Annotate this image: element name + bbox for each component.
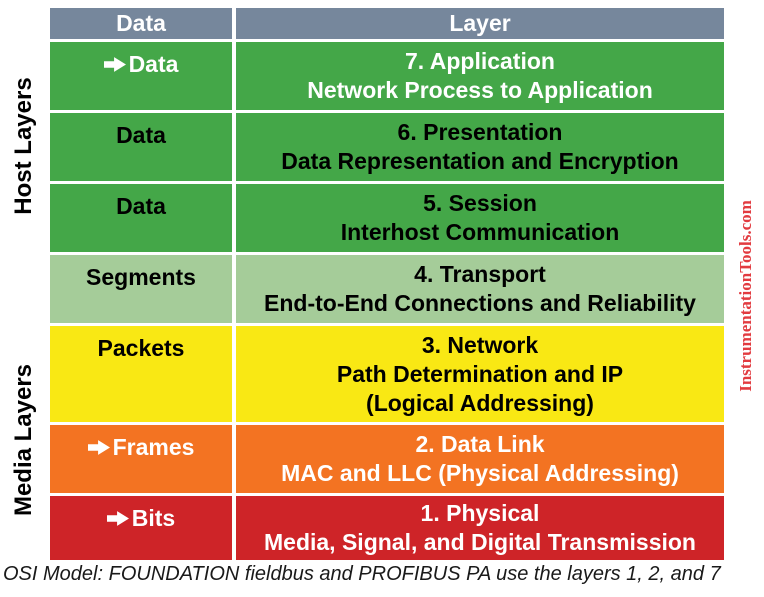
layer-description: MAC and LLC (Physical Addressing): [281, 460, 679, 486]
osi-row-physical: Bits 1. Physical Media, Signal, and Digi…: [50, 496, 726, 560]
layer-cell: 5. Session Interhost Communication: [236, 184, 724, 252]
layer-cell: 4. Transport End-to-End Connections and …: [236, 255, 724, 323]
osi-row-application: Data 7. Application Network Process to A…: [50, 42, 726, 110]
layer-cell: 6. Presentation Data Representation and …: [236, 113, 724, 181]
data-unit-label: Data: [116, 193, 166, 221]
data-unit-cell: Bits: [50, 496, 232, 560]
right-arrow-icon: [87, 440, 110, 456]
data-unit-cell: Frames: [50, 425, 232, 493]
header-data-column: Data: [50, 8, 232, 39]
table-header-row: Data Layer: [50, 8, 726, 39]
data-unit-text: Frames: [112, 434, 195, 460]
data-unit-label: Packets: [98, 335, 185, 363]
layer-description: Data Representation and Encryption: [281, 148, 679, 174]
layer-cell: 2. Data Link MAC and LLC (Physical Addre…: [236, 425, 724, 493]
osi-row-datalink: Frames 2. Data Link MAC and LLC (Physica…: [50, 425, 726, 493]
watermark-text: InstrumentationTools.com: [736, 200, 755, 392]
layer-description: End-to-End Connections and Reliability: [264, 290, 696, 316]
right-arrow-icon: [103, 57, 126, 73]
data-unit-label: Data: [103, 51, 179, 79]
layer-cell: 7. Application Network Process to Applic…: [236, 42, 724, 110]
data-unit-cell: Data: [50, 184, 232, 252]
data-unit-text: Bits: [131, 505, 176, 531]
data-unit-label: Segments: [86, 264, 196, 292]
layer-description: Path Determination and IP: [336, 360, 624, 387]
data-unit-label: Data: [116, 122, 166, 150]
osi-row-transport: Segments 4. Transport End-to-End Connect…: [50, 255, 726, 323]
data-unit-cell: Segments: [50, 255, 232, 323]
data-unit-cell: Packets: [50, 326, 232, 422]
layer-title: 4. Transport: [414, 261, 546, 287]
layer-description: Media, Signal, and Digital Transmission: [264, 529, 696, 555]
layer-description-2: (Logical Addressing): [366, 389, 594, 416]
data-unit-text: Data: [116, 193, 166, 219]
data-unit-text: Data: [128, 51, 179, 77]
layer-cell: 1. Physical Media, Signal, and Digital T…: [236, 496, 724, 560]
data-unit-cell: Data: [50, 113, 232, 181]
layer-cell: 3. Network Path Determination and IP (Lo…: [236, 326, 724, 422]
osi-layers-table: Data Layer Data 7. Application Network P…: [50, 8, 726, 563]
layer-title: 2. Data Link: [415, 431, 545, 457]
layer-title: 5. Session: [423, 190, 537, 216]
right-arrow-icon: [106, 511, 129, 527]
layer-title: 3. Network: [421, 331, 539, 358]
layer-title: 1. Physical: [420, 500, 540, 526]
layer-title: 7. Application: [405, 48, 555, 74]
header-layer-column: Layer: [236, 8, 724, 39]
data-unit-label: Bits: [106, 505, 176, 533]
osi-row-network: Packets 3. Network Path Determination an…: [50, 326, 726, 422]
data-unit-text: Segments: [86, 264, 196, 290]
data-unit-label: Frames: [87, 434, 195, 462]
data-unit-text: Data: [116, 122, 166, 148]
layer-title: 6. Presentation: [397, 119, 563, 145]
layer-description: Network Process to Application: [307, 77, 653, 103]
osi-row-session: Data 5. Session Interhost Communication: [50, 184, 726, 252]
figure-caption: OSI Model: FOUNDATION fieldbus and PROFI…: [3, 563, 721, 585]
media-layers-label: Media Layers: [10, 363, 37, 517]
host-layers-label: Host Layers: [10, 77, 37, 215]
data-unit-text: Packets: [97, 335, 185, 361]
layer-description: Interhost Communication: [340, 219, 620, 245]
data-unit-cell: Data: [50, 42, 232, 110]
osi-row-presentation: Data 6. Presentation Data Representation…: [50, 113, 726, 181]
